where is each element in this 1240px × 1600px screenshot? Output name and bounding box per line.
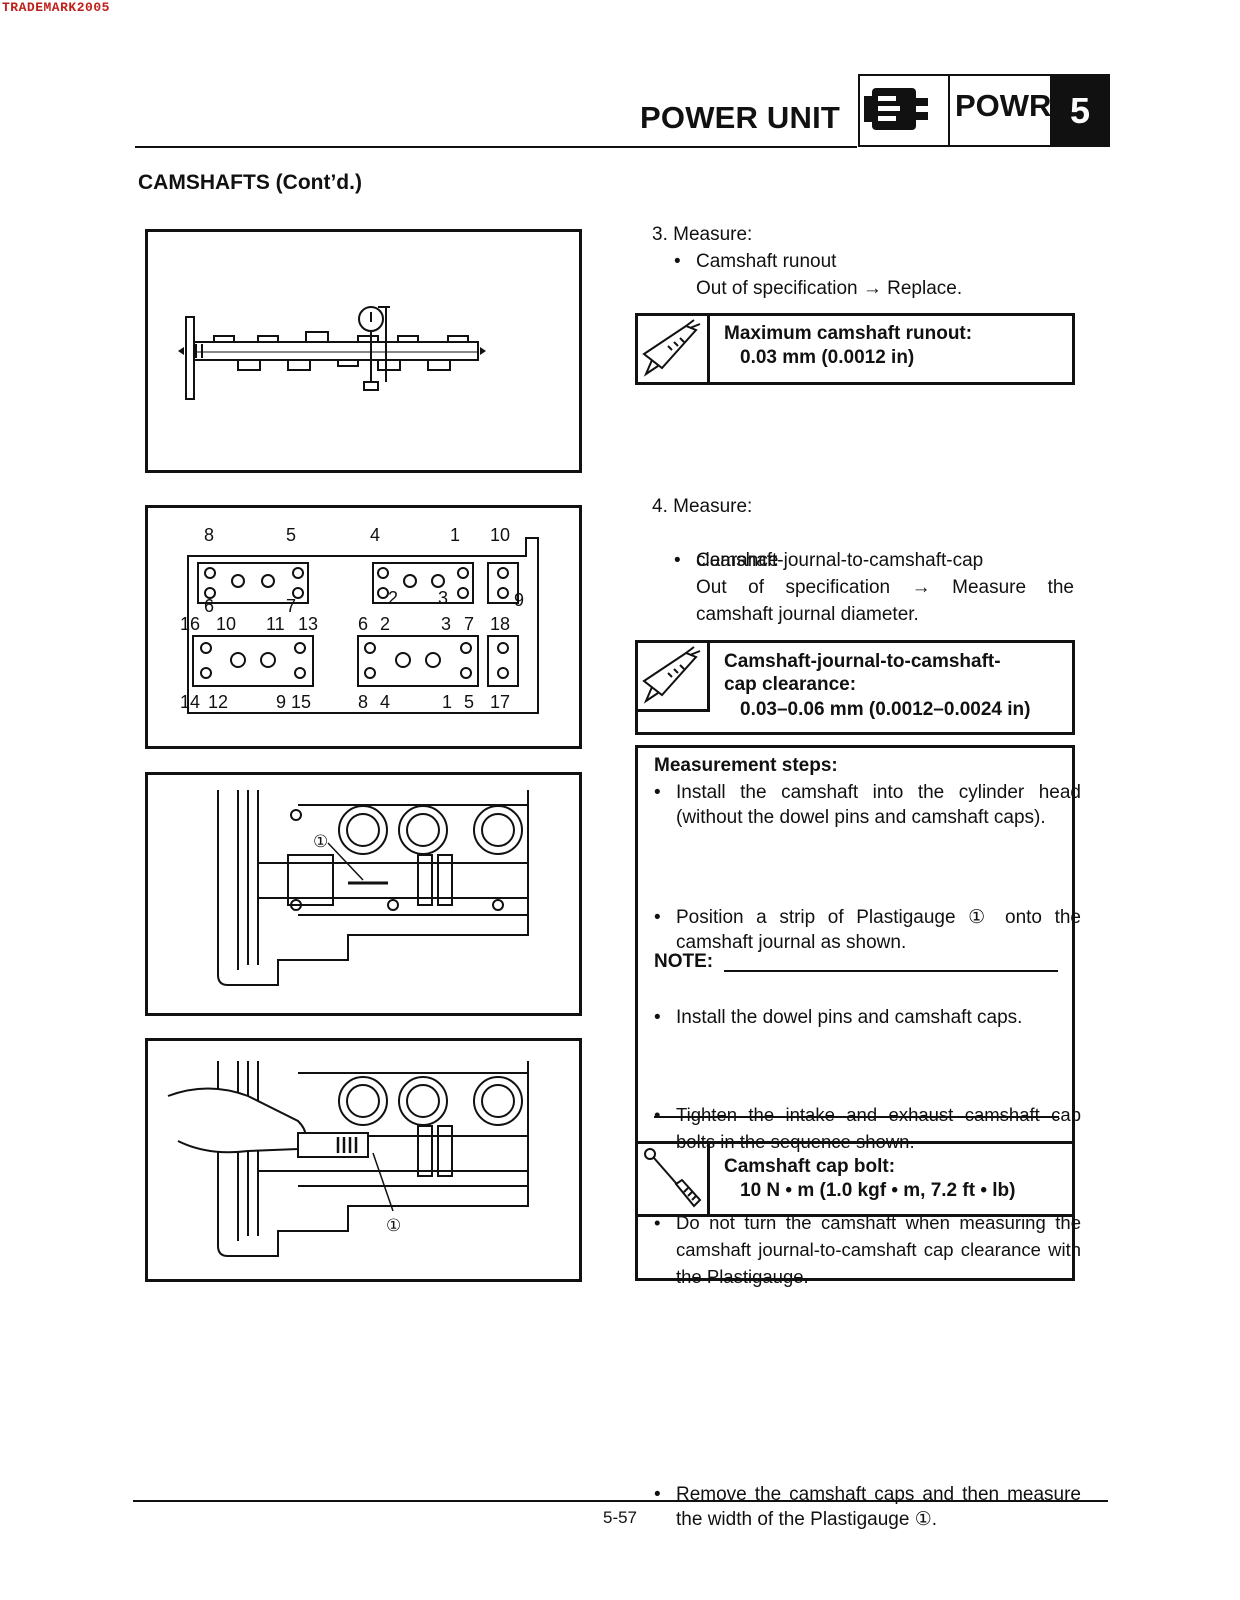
bolt-label: 17 — [490, 692, 510, 712]
bolt-label: 4 — [370, 525, 380, 545]
camshaft-runout-diagram — [178, 306, 486, 400]
note-label: NOTE: — [654, 951, 714, 972]
bolt-label: 6 — [204, 596, 214, 616]
page-number: 5-57 — [602, 1508, 638, 1527]
step-4-item: Camshaft-journal-to-camshaft-cap — [674, 547, 1240, 574]
chapter-tab-icon-cell — [858, 74, 950, 147]
bolt-label: 10 — [490, 525, 510, 545]
step-4-item-cont: clearance — [696, 550, 779, 571]
caliper-icon — [642, 646, 701, 704]
spec-icon-cell — [638, 643, 710, 712]
torque-bottom-rule — [638, 1214, 1072, 1217]
spec-value: 0.03 mm (0.0012 in) — [740, 347, 915, 368]
step-3-item: Camshaft runout — [674, 248, 1240, 275]
bolt-label: 7 — [464, 614, 474, 634]
bolt-label: 4 — [380, 692, 390, 712]
spec-box-runout: Maximum camshaft runout: 0.03 mm (0.0012… — [635, 313, 1075, 385]
note-rule — [724, 970, 1058, 972]
measurement-step: Position a strip of Plastigauge ① onto t… — [654, 905, 1081, 955]
callout-label: ① — [386, 1216, 401, 1235]
bolt-label: 18 — [490, 614, 510, 634]
measurement-step: Install the dowel pins and camshaft caps… — [654, 1005, 1081, 1030]
bolt-sequence-diagram: 8 5 4 1 10 6 7 2 3 9 16 10 11 13 6 2 3 7… — [180, 525, 539, 714]
bolt-label: 6 — [358, 614, 368, 634]
bolt-label: 5 — [464, 692, 474, 712]
bolt-label: 12 — [208, 692, 228, 712]
step-3-heading: 3. Measure: — [652, 224, 753, 245]
spec-label: Camshaft-journal-to-camshaft- — [724, 651, 1001, 672]
spec-label-cont: cap clearance: — [724, 674, 857, 695]
bolt-label: 11 — [266, 614, 285, 634]
figure-plastigauge-position: ① — [145, 772, 582, 1016]
measurement-step: Install the camshaft into the cylinder h… — [654, 780, 1081, 830]
spec-label: Maximum camshaft runout: — [724, 323, 973, 344]
footer-rule — [133, 1500, 1108, 1502]
bolt-label: 2 — [388, 588, 398, 608]
step-4-action: Out of specification → Measure the — [696, 577, 1074, 598]
bolt-label: 3 — [441, 614, 451, 634]
bolt-label: 8 — [204, 525, 214, 545]
bolt-label: 9 — [514, 590, 524, 610]
figure-camshaft-runout — [145, 229, 582, 473]
bolt-label: 8 — [358, 692, 368, 712]
chapter-number: 5 — [1050, 74, 1110, 147]
bolt-label: 5 — [286, 525, 296, 545]
spec-icon-cell — [638, 316, 710, 382]
bolt-label: 1 — [450, 525, 460, 545]
torque-wrench-icon — [644, 1148, 702, 1208]
caliper-icon — [642, 319, 701, 377]
bolt-label: 14 — [180, 692, 200, 712]
bolt-label: 16 — [180, 614, 200, 634]
note-item: Tighten the intake and exhaust camshaft … — [654, 1101, 1081, 1155]
plastigauge-measure-diagram: ① — [167, 1061, 529, 1257]
page-header-title: POWER UNIT — [640, 100, 841, 135]
figure-plastigauge-measure: ① — [145, 1038, 582, 1282]
watermark: TRADEMARK2005 — [2, 0, 110, 15]
figure-cap-bolt-sequence: 8 5 4 1 10 6 7 2 3 9 16 10 11 13 6 2 3 7… — [145, 505, 582, 749]
bolt-label: 15 — [291, 692, 311, 712]
final-step: Remove the camshaft caps and then measur… — [654, 1482, 1081, 1532]
note-end-rule — [654, 1116, 1059, 1118]
step-4-action-cont: camshaft journal diameter. — [696, 604, 919, 625]
section-code: POWR — [955, 88, 1052, 123]
torque-value: 10 N • m (1.0 kgf • m, 7.2 ft • lb) — [740, 1180, 1016, 1201]
torque-top-rule — [638, 1141, 1072, 1144]
section-title: CAMSHAFTS (Cont’d.) — [138, 171, 362, 194]
measurement-title: Measurement steps: — [654, 755, 838, 776]
note-item: Do not turn the camshaft when measuring … — [654, 1209, 1081, 1290]
bolt-label: 10 — [216, 614, 236, 634]
bolt-label: 2 — [380, 614, 390, 634]
measurement-steps-box: Measurement steps: Install the camshaft … — [635, 745, 1081, 1530]
bolt-label: 13 — [298, 614, 318, 634]
torque-label: Camshaft cap bolt: — [724, 1156, 896, 1177]
step-3-action: Out of specification → Replace. — [696, 278, 963, 299]
header-rule — [135, 146, 857, 148]
spec-box-clearance: Camshaft-journal-to-camshaft- cap cleara… — [635, 640, 1075, 735]
callout-label: ① — [313, 832, 328, 851]
spec-value: 0.03–0.06 mm (0.0012–0.0024 in) — [740, 699, 1031, 720]
torque-icon-cell — [638, 1144, 710, 1214]
engine-icon — [864, 88, 928, 130]
bolt-label: 3 — [438, 588, 448, 608]
step-4-heading: 4. Measure: — [652, 496, 753, 517]
bolt-label: 1 — [442, 692, 452, 712]
cylinder-head-diagram: ① — [217, 790, 529, 986]
bolt-label: 7 — [286, 596, 296, 616]
bolt-label: 9 — [276, 692, 286, 712]
